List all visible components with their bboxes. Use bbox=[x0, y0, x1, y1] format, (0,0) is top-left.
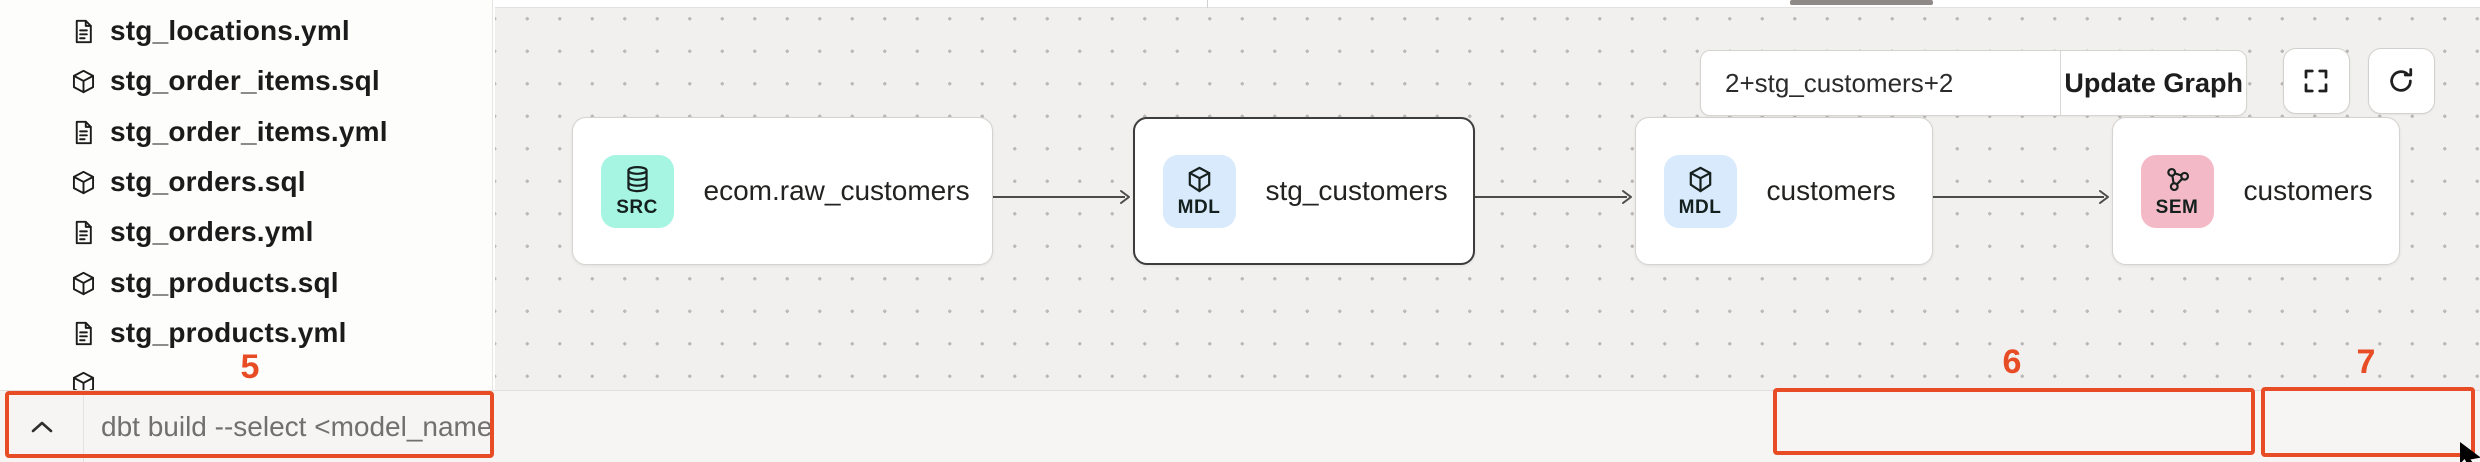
cube-icon bbox=[1689, 166, 1711, 192]
file-tree-item[interactable]: stg_orders.yml bbox=[0, 207, 492, 257]
divider bbox=[2060, 51, 2062, 115]
lineage-node-model[interactable]: MDL customers bbox=[1634, 117, 1933, 265]
badge-label: SEM bbox=[2155, 196, 2199, 218]
file-name: stg_order_items.yml bbox=[110, 116, 388, 147]
expand-panel-button[interactable] bbox=[0, 391, 84, 462]
node-name: customers bbox=[2243, 175, 2373, 206]
fullscreen-button[interactable] bbox=[2282, 48, 2350, 114]
file-tree-item[interactable]: stg_locations.yml bbox=[0, 6, 492, 56]
file-tree-item[interactable]: stg_order_items.yml bbox=[0, 107, 492, 157]
file-name: stg_orders.sql bbox=[110, 166, 306, 197]
command-bar: Defer to staging/production ? Ready bbox=[0, 390, 2480, 462]
badge-label: MDL bbox=[1678, 196, 1722, 218]
annotation-label-5: 5 bbox=[240, 348, 260, 386]
lineage-canvas[interactable]: SRC ecom.raw_customers MDL stg_customers… bbox=[494, 0, 2480, 390]
lineage-node-source[interactable]: SRC ecom.raw_customers bbox=[571, 117, 993, 265]
horizontal-scrollbar-thumb[interactable] bbox=[1789, 0, 1933, 5]
refresh-icon bbox=[2390, 68, 2413, 92]
database-icon bbox=[626, 165, 648, 192]
annotation-label-6: 6 bbox=[2002, 343, 2022, 381]
model-cube-icon bbox=[70, 370, 97, 390]
badge-label: MDL bbox=[1177, 196, 1221, 218]
yaml-file-icon bbox=[70, 219, 97, 246]
pane-divider bbox=[1206, 0, 1208, 8]
model-badge: MDL bbox=[1162, 154, 1236, 228]
model-badge: MDL bbox=[1663, 154, 1737, 228]
model-cube-icon bbox=[70, 68, 97, 95]
chevron-up-icon bbox=[31, 421, 52, 433]
mouse-cursor bbox=[2458, 442, 2480, 462]
badge-label: SRC bbox=[616, 196, 658, 218]
file-name: stg_products.sql bbox=[110, 267, 339, 298]
refresh-button[interactable] bbox=[2367, 48, 2435, 114]
file-name: stg_order_items.sql bbox=[110, 65, 380, 96]
lineage-edge bbox=[1932, 189, 2112, 205]
file-name: stg_orders.yml bbox=[110, 216, 314, 247]
update-graph-button[interactable]: Update Graph bbox=[2061, 51, 2246, 115]
lineage-selector-group: Update Graph bbox=[1700, 50, 2247, 116]
file-tree-item[interactable]: stg_products.yml bbox=[0, 308, 492, 358]
file-tree-item[interactable]: stg_orders.sql bbox=[0, 157, 492, 207]
source-badge: SRC bbox=[600, 154, 674, 228]
file-name: stg_products.yml bbox=[110, 317, 347, 348]
dbt-command-input[interactable] bbox=[101, 405, 491, 449]
file-tree-item[interactable]: stg_order_items.sql bbox=[0, 56, 492, 106]
node-name: stg_customers bbox=[1265, 175, 1448, 206]
node-name: ecom.raw_customers bbox=[703, 175, 970, 206]
lineage-node-semantic[interactable]: SEM customers bbox=[2111, 117, 2400, 265]
lineage-edge bbox=[1474, 189, 1635, 205]
yaml-file-icon bbox=[70, 119, 97, 146]
file-tree-sidebar: stg_locations.yml stg_order_items.sql st… bbox=[0, 0, 493, 390]
semantic-model-badge: SEM bbox=[2140, 154, 2214, 228]
model-cube-icon bbox=[70, 270, 97, 297]
yaml-file-icon bbox=[70, 18, 97, 45]
lineage-selector-input[interactable] bbox=[1701, 51, 2060, 115]
file-tree-item[interactable]: stg_products.sql bbox=[0, 258, 492, 308]
yaml-file-icon bbox=[70, 320, 97, 347]
annotation-label-7: 7 bbox=[2356, 343, 2376, 381]
node-name: customers bbox=[1766, 175, 1896, 206]
lineage-edge bbox=[992, 189, 1133, 205]
lineage-node-model-selected[interactable]: MDL stg_customers bbox=[1132, 117, 1475, 265]
file-name: stg_locations.yml bbox=[110, 15, 350, 46]
semantic-network-icon bbox=[2166, 167, 2189, 191]
canvas-top-strip bbox=[494, 0, 2480, 8]
model-cube-icon bbox=[70, 169, 97, 196]
fullscreen-icon bbox=[2304, 69, 2328, 93]
file-tree-item-partial[interactable] bbox=[0, 358, 492, 390]
cube-icon bbox=[1188, 166, 1210, 192]
